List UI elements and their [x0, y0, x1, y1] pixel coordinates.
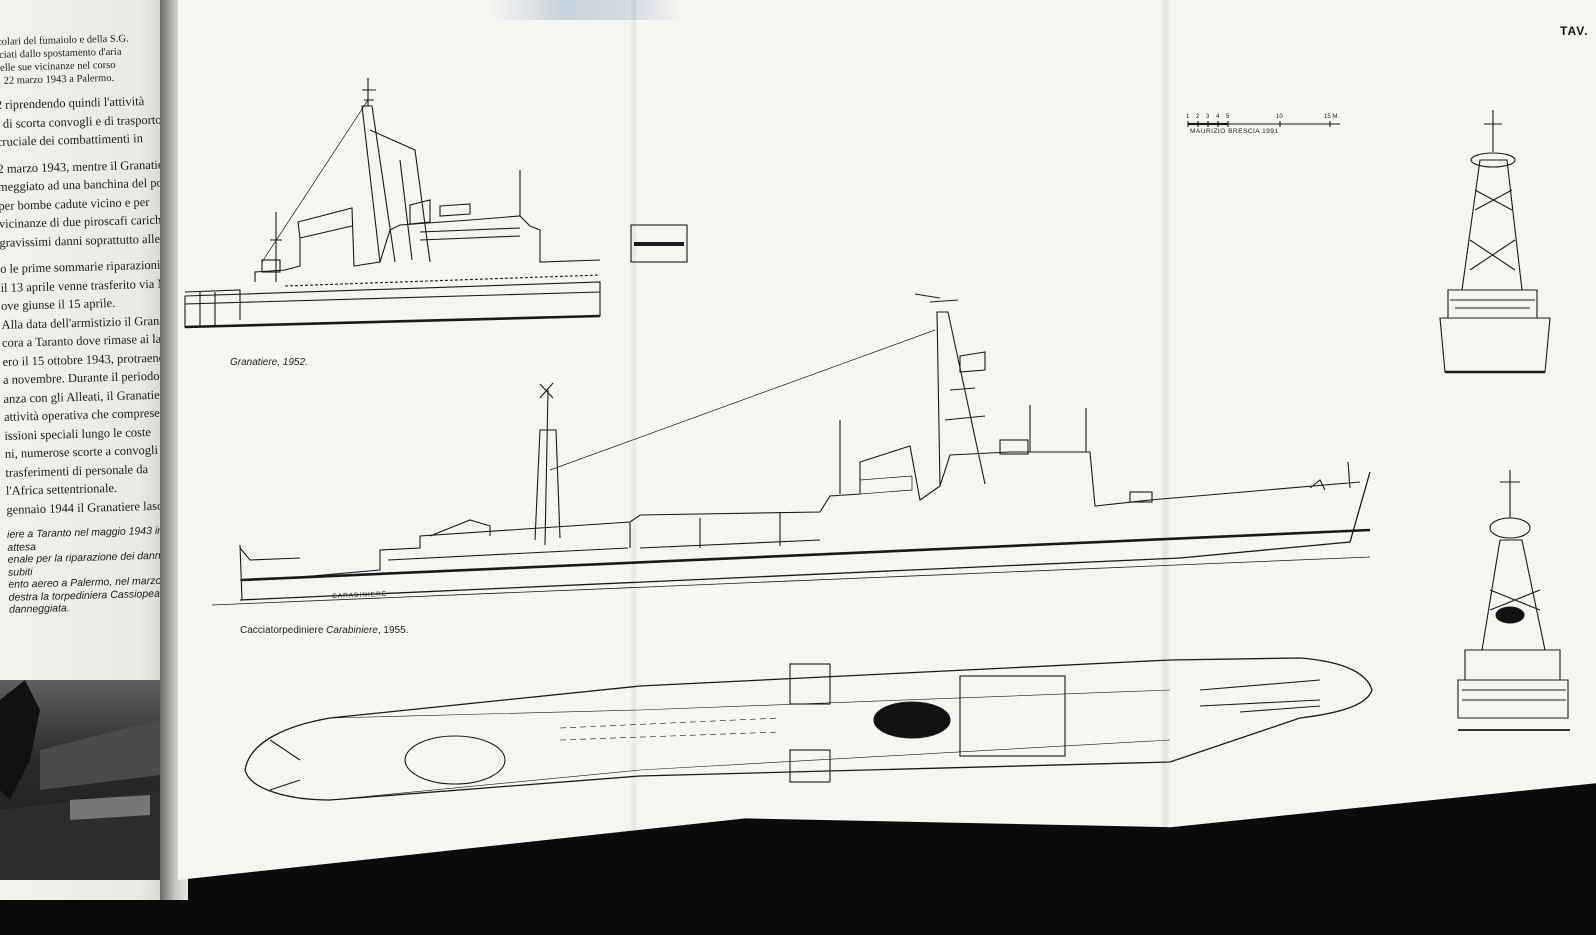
carabiniere-plan-view [244, 657, 1373, 801]
fold-line [1160, 0, 1170, 830]
fold-line [630, 0, 638, 840]
caption-ship-name: Carabiniere [326, 625, 378, 636]
harbor-photo-shapes [0, 680, 165, 880]
blue-smudge [490, 0, 680, 20]
scale-tick: 1 [1186, 114, 1190, 120]
scale-tick: 5 [1226, 114, 1230, 120]
scale-tick: 4 [1216, 114, 1220, 120]
plate-label: TAV. [1560, 24, 1589, 38]
scale-bar [1187, 121, 1340, 127]
inset-box [630, 224, 688, 263]
caption-granatiere: Granatiere, 1952. [230, 357, 308, 368]
granatiere-profile [184, 78, 601, 329]
scale-tick: 2 [1196, 114, 1200, 120]
scale-tick: 3 [1206, 114, 1210, 120]
caption-suffix: , 1955. [377, 625, 409, 636]
scale-author: MAURIZIO BRESCIA 1991 [1190, 128, 1279, 135]
carabiniere-profile [211, 293, 1371, 606]
caption-carabiniere: Cacciatorpediniere Carabiniere, 1955. [240, 625, 408, 636]
end-view-lower [1457, 470, 1570, 731]
scale-tick: 10 [1276, 114, 1283, 120]
left-page: icolari del fumaiolo e della S.G. cciati… [0, 0, 175, 900]
scale-tick: 15 M. [1324, 114, 1340, 120]
end-view-upper [1439, 110, 1551, 374]
harbor-photo [0, 680, 165, 880]
caption-prefix: Cacciatorpediniere [240, 625, 327, 636]
